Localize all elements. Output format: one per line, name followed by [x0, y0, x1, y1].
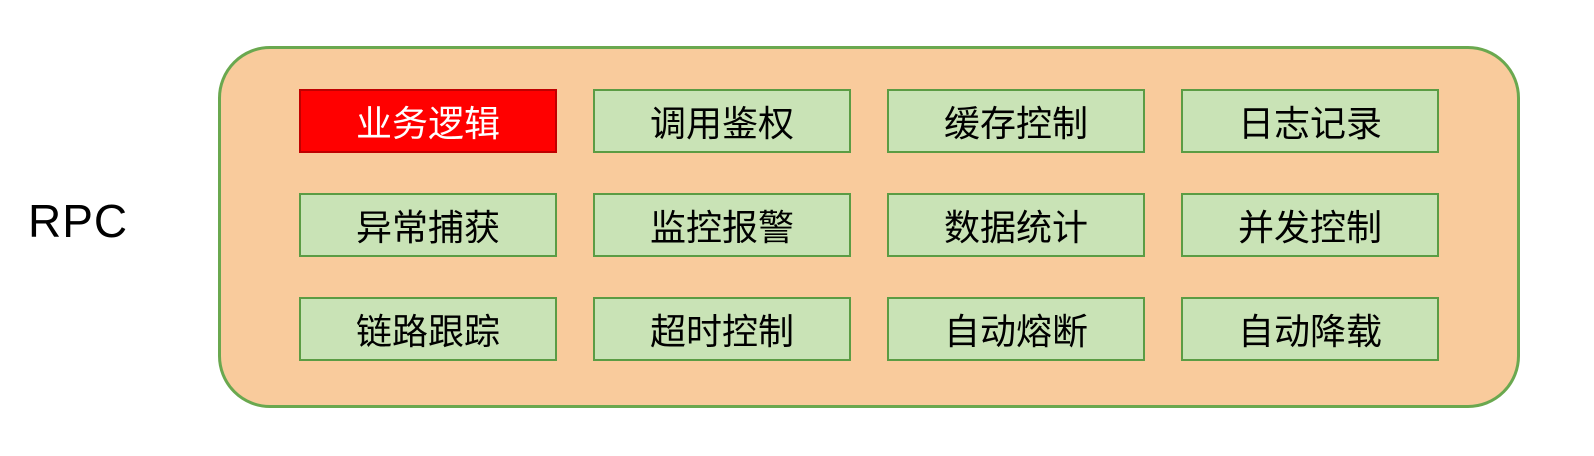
- feature-box-logging: 日志记录: [1181, 89, 1439, 153]
- feature-box-trace: 链路跟踪: [299, 297, 557, 361]
- feature-box-exception-catch: 异常捕获: [299, 193, 557, 257]
- rpc-label: RPC: [28, 195, 129, 247]
- feature-box-data-stats: 数据统计: [887, 193, 1145, 257]
- feature-box-circuit-breaker: 自动熔断: [887, 297, 1145, 361]
- feature-box-timeout-control: 超时控制: [593, 297, 851, 361]
- rpc-feature-container: 业务逻辑 调用鉴权 缓存控制 日志记录 异常捕获 监控报警 数据统计 并发控制 …: [218, 46, 1520, 408]
- feature-box-business-logic: 业务逻辑: [299, 89, 557, 153]
- feature-box-call-auth: 调用鉴权: [593, 89, 851, 153]
- feature-box-concurrency: 并发控制: [1181, 193, 1439, 257]
- feature-box-load-shedding: 自动降载: [1181, 297, 1439, 361]
- feature-box-cache-control: 缓存控制: [887, 89, 1145, 153]
- feature-grid: 业务逻辑 调用鉴权 缓存控制 日志记录 异常捕获 监控报警 数据统计 并发控制 …: [221, 49, 1517, 405]
- feature-box-monitor-alert: 监控报警: [593, 193, 851, 257]
